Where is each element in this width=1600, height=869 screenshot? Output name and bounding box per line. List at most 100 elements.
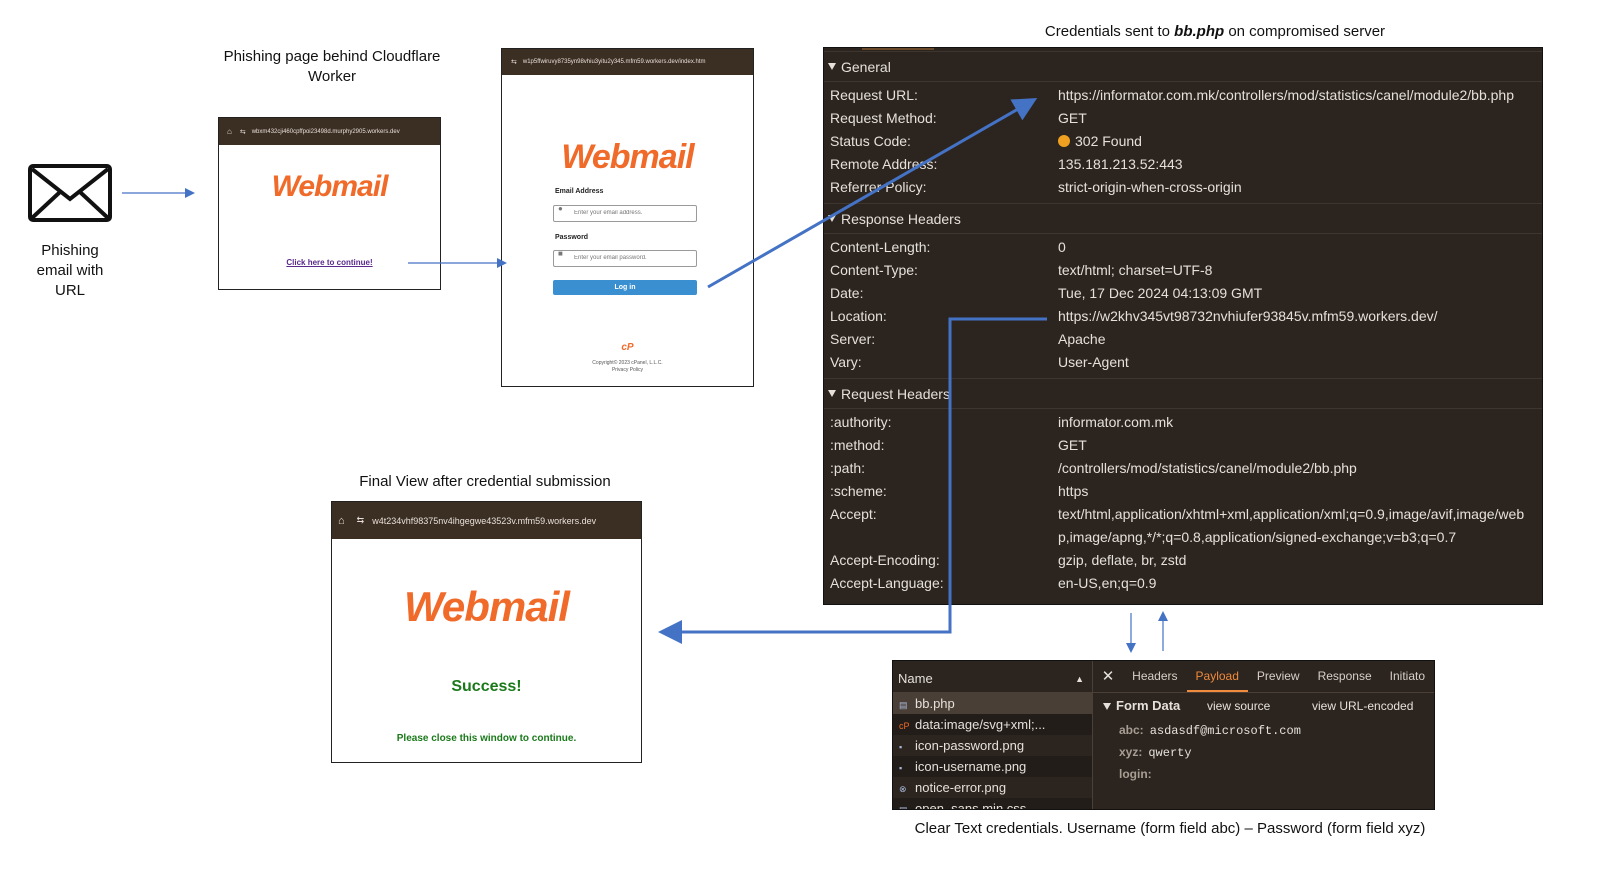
network-request-row[interactable]: ▪ icon-password.png: [893, 735, 1092, 756]
caption-credentials-sent: Credentials sent to bb.php on compromise…: [960, 22, 1470, 42]
password-label: Password: [555, 234, 589, 241]
header-key: Content-Type:: [830, 262, 918, 278]
header-value: en-US,en;q=0.9: [1058, 575, 1157, 591]
view-source-link[interactable]: view source: [1207, 699, 1271, 713]
user-icon: ●: [558, 204, 563, 213]
image-icon: ▪: [899, 742, 903, 752]
tab-headers[interactable]: Headers: [1132, 669, 1178, 683]
home-icon: ⌂: [338, 514, 345, 527]
file-name: data:image/svg+xml;...: [915, 717, 1046, 732]
network-request-row[interactable]: cP data:image/svg+xml;...: [893, 714, 1092, 735]
header-key: Vary:: [830, 354, 862, 370]
network-request-row[interactable]: ⊗notice-error.png: [893, 777, 1092, 798]
arrow-login-to-server: [707, 98, 1038, 289]
collapse-triangle-icon: [828, 390, 836, 397]
section-request-headers[interactable]: Request Headers: [824, 378, 1542, 409]
section-general[interactable]: General: [824, 51, 1542, 82]
status-text: 302 Found: [1075, 133, 1142, 149]
header-key: Content-Length:: [830, 239, 931, 255]
response-row: Location:https://w2khv345vt98732nvhiufer…: [824, 305, 1542, 328]
header-value: text/html; charset=UTF-8: [1058, 262, 1213, 278]
header-key: Request Method:: [830, 110, 937, 126]
webmail-logo: Webmail: [561, 138, 694, 176]
login-button[interactable]: Log in: [553, 280, 697, 295]
view-url-encoded-link[interactable]: view URL-encoded: [1312, 699, 1414, 713]
cpanel-logo-icon: cP: [621, 342, 634, 353]
header-key: Accept:: [830, 506, 877, 522]
browser-url: w1p5ffwiruvy8735yn98vhiu3yitu2y345.mfm59…: [522, 59, 706, 65]
response-row: Server:Apache: [824, 328, 1542, 351]
tab-payload[interactable]: Payload: [1186, 662, 1248, 692]
file-name: icon-password.png: [915, 738, 1025, 753]
phishing-page-screenshot: ⌂ ⇆ wbxm432cji460cpffpoi23498d.murphy290…: [218, 117, 441, 290]
tab-response[interactable]: Response: [1317, 669, 1372, 683]
devtools-headers-panel: General Request URL:https://informator.c…: [823, 47, 1543, 605]
section-response-headers[interactable]: Response Headers: [824, 203, 1542, 234]
active-tab-indicator: [862, 48, 934, 50]
form-data-toggle[interactable]: Form Data: [1103, 693, 1180, 719]
header-key: :scheme:: [830, 483, 887, 499]
form-data-header: Form Data view source view URL-encoded: [1093, 693, 1434, 717]
network-request-row[interactable]: ▤bb.php: [893, 693, 1092, 714]
browser-url: wbxm432cji460cpffpoi23498d.murphy2905.wo…: [251, 128, 400, 135]
header-value: 135.181.213.52:443: [1058, 156, 1183, 172]
webmail-logo: Webmail: [271, 170, 389, 203]
form-data-title: Form Data: [1116, 698, 1181, 713]
header-value: https: [1058, 483, 1089, 499]
sort-up-icon: ▲: [1075, 674, 1084, 684]
document-icon: ▤: [899, 700, 908, 710]
form-field-row: login:: [1093, 763, 1434, 785]
header-value: GET: [1058, 437, 1087, 453]
header-key: Status Code:: [830, 133, 911, 149]
email-field[interactable]: [553, 204, 697, 222]
header-value: GET: [1058, 110, 1087, 126]
header-value: text/html,application/xhtml+xml,applicat…: [1058, 506, 1525, 522]
general-row: Request URL:https://informator.com.mk/co…: [824, 84, 1542, 107]
collapse-triangle-icon: [1103, 703, 1111, 710]
general-row: Referrer Policy:strict-origin-when-cross…: [824, 176, 1542, 199]
header-value: 0: [1058, 239, 1066, 255]
cpanel-icon: cP: [899, 721, 910, 731]
arrow-location-to-final: [658, 317, 1047, 644]
file-list: ▤bb.php cP data:image/svg+xml;... ▪ icon-pas…: [893, 693, 1092, 810]
header-key: :method:: [830, 437, 885, 453]
request-row: :method: GET: [824, 434, 1542, 457]
password-field[interactable]: [553, 249, 697, 267]
privacy-link[interactable]: Privacy Policy: [611, 367, 644, 373]
close-icon[interactable]: ✕: [1101, 668, 1115, 685]
credential-page-screenshot: ⇆ w1p5ffwiruvy8735yn98vhiu3yitu2y345.mfm…: [501, 48, 754, 387]
collapse-triangle-icon: [828, 63, 836, 70]
file-name: open_sans.min.css: [915, 801, 1027, 810]
webmail-logo: Webmail: [404, 583, 570, 630]
response-row: Date:Tue, 17 Dec 2024 04:13:09 GMT: [824, 282, 1542, 305]
header-key: Location:: [830, 308, 887, 324]
caption-credentials-prefix: Credentials sent to: [1044, 23, 1175, 40]
general-rows: Request URL:https://informator.com.mk/co…: [824, 82, 1542, 203]
email-label: Email Address: [555, 188, 604, 195]
header-value: Tue, 17 Dec 2024 04:13:09 GMT: [1058, 285, 1263, 301]
tab-preview[interactable]: Preview: [1256, 669, 1300, 683]
section-title: Response Headers: [841, 210, 961, 227]
header-value: Apache: [1058, 331, 1106, 347]
network-request-row[interactable]: ▪icon-username.png: [893, 756, 1092, 777]
header-key: :path:: [830, 460, 866, 476]
form-field-key: abc:: [1119, 723, 1144, 737]
lock-icon: ■: [558, 249, 563, 258]
header-value: /controllers/mod/statistics/canel/module…: [1058, 460, 1357, 476]
name-column-header[interactable]: Name ▲: [893, 661, 1092, 693]
browser-url: w4t234vhf98375nv4ihgegwe43523v.mfm59.wor…: [372, 515, 597, 526]
status-dot-icon: [1058, 135, 1070, 147]
continue-link[interactable]: Click here to continue!: [286, 258, 373, 267]
form-field-key: xyz:: [1119, 745, 1143, 759]
tab-initiato[interactable]: Initiato: [1389, 669, 1425, 683]
stylesheet-icon: ▤: [899, 805, 908, 810]
network-request-row[interactable]: ▤ open_sans.min.css: [893, 798, 1092, 810]
caption-credentials-file: bb.php: [1174, 23, 1225, 40]
browser-address-bar: ⌂ ⇆ w4t234vhf98375nv4ihgegwe43523v.mfm59…: [332, 502, 641, 539]
header-key: Request URL:: [830, 87, 918, 103]
general-row: Request Method: GET: [824, 107, 1542, 130]
general-row: Remote Address:135.181.213.52:443: [824, 153, 1542, 176]
header-key: Accept-Encoding:: [830, 552, 940, 568]
